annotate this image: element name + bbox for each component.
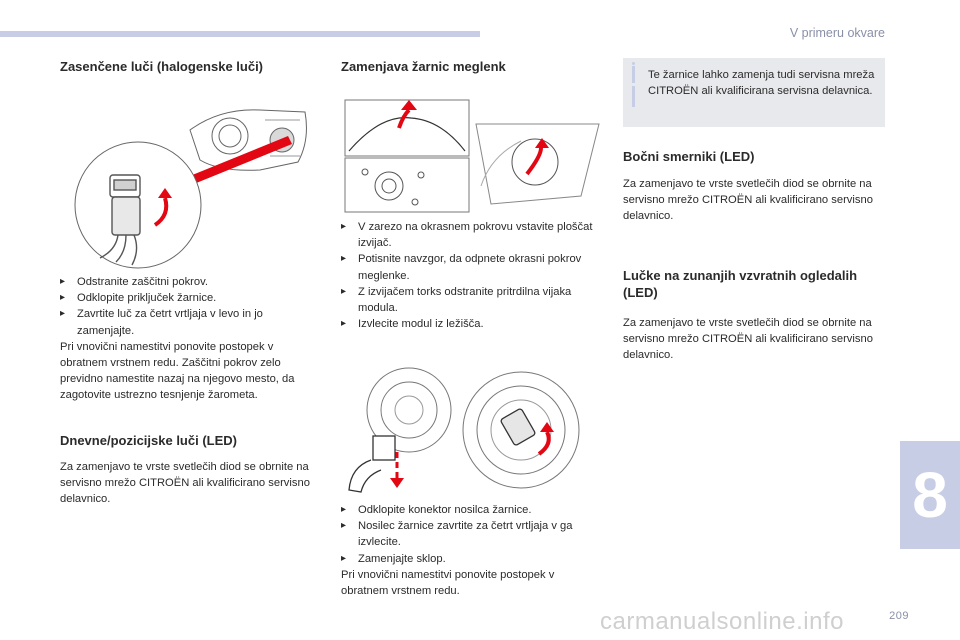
- middle-column: Zamenjava žarnic meglenk: [341, 58, 603, 75]
- list-item: ▸V zarezo na okrasnem pokrovu vstavite p…: [341, 221, 593, 250]
- side-indicators-title: Bočni smerniki (LED): [623, 149, 755, 164]
- fog-note: Pri vnovični namestitvi ponovite postope…: [341, 568, 555, 598]
- info-icon-bar: [632, 66, 635, 83]
- fog-steps-b: ▸Odklopite konektor nosilca žarnice. ▸No…: [341, 502, 603, 599]
- bullet-icon: ▸: [341, 552, 347, 564]
- fog-steps-a: ▸V zarezo na okrasnem pokrovu vstavite p…: [341, 219, 603, 332]
- list-item: ▸Odklopite konektor nosilca žarnice.: [341, 502, 603, 518]
- info-icon: [632, 62, 635, 65]
- bullet-icon: ▸: [60, 292, 66, 304]
- list-item: ▸Odklopite priključek žarnice.: [60, 290, 322, 306]
- bullet-icon: ▸: [60, 276, 66, 287]
- chapter-tab: 8: [900, 441, 960, 549]
- fog-cover-illustration: [344, 99, 600, 213]
- info-icon-bar-lower: [632, 86, 635, 107]
- list-item: ▸Z izvijačem torks odstranite pritrdilna…: [341, 285, 572, 315]
- list-item: ▸Izvlecite modul iz ležišča.: [341, 316, 603, 332]
- watermark: carmanualsonline.info: [600, 608, 844, 635]
- fog-title: Zamenjava žarnic meglenk: [341, 59, 506, 74]
- mirror-lights-title: Lučke na zunanjih vzvratnih ogledalih (L…: [623, 268, 858, 300]
- drl-body: Za zamenjavo te vrste svetlečih diod se …: [60, 461, 310, 506]
- bullet-icon: ▸: [60, 308, 66, 320]
- header-bar: [0, 31, 480, 37]
- bullet-icon: ▸: [341, 520, 347, 532]
- halogen-steps: ▸Odstranite zaščitni pokrov. ▸Odklopite …: [60, 274, 322, 404]
- list-item: ▸Nosilec žarnice zavrtite za četrt vrtlj…: [341, 520, 573, 549]
- list-item: ▸Odstranite zaščitni pokrov.: [60, 274, 322, 290]
- drl-title: Dnevne/pozicijske luči (LED): [60, 433, 237, 448]
- info-box: Te žarnice lahko zamenja tudi servisna m…: [623, 58, 885, 127]
- section-title: V primeru okvare: [789, 26, 885, 40]
- fog-bulb-illustration: [348, 367, 580, 493]
- mirror-lights-section: Lučke na zunanjih vzvratnih ogledalih (L…: [623, 267, 885, 364]
- bullet-icon: ▸: [341, 318, 347, 330]
- list-item: ▸Zamenjajte sklop.: [341, 551, 603, 567]
- bullet-icon: ▸: [341, 221, 347, 232]
- halogen-illustration: [74, 109, 307, 269]
- halogen-note: Pri vnovični namestitvi ponovite postope…: [60, 340, 295, 402]
- drl-section: Dnevne/pozicijske luči (LED) Za zamenjav…: [60, 432, 322, 508]
- list-item: ▸Zavrtite luč za četrt vrtljaja v levo i…: [60, 308, 263, 337]
- side-indicators-section: Bočni smerniki (LED) Za zamenjavo te vrs…: [623, 148, 885, 225]
- bullet-icon: ▸: [341, 285, 347, 297]
- bullet-icon: ▸: [341, 253, 347, 265]
- halogen-title: Zasenčene luči (halogenske luči): [60, 59, 264, 74]
- page-number: 209: [889, 610, 909, 622]
- left-column: Zasenčene luči (halogenske luči): [60, 58, 322, 75]
- side-indicators-body: Za zamenjavo te vrste svetlečih diod se …: [623, 178, 873, 223]
- info-text: Te žarnice lahko zamenja tudi servisna m…: [648, 69, 875, 98]
- mirror-lights-body: Za zamenjavo te vrste svetlečih diod se …: [623, 317, 873, 362]
- bullet-icon: ▸: [341, 504, 347, 515]
- list-item: ▸Potisnite navzgor, da odpnete okrasni p…: [341, 253, 582, 282]
